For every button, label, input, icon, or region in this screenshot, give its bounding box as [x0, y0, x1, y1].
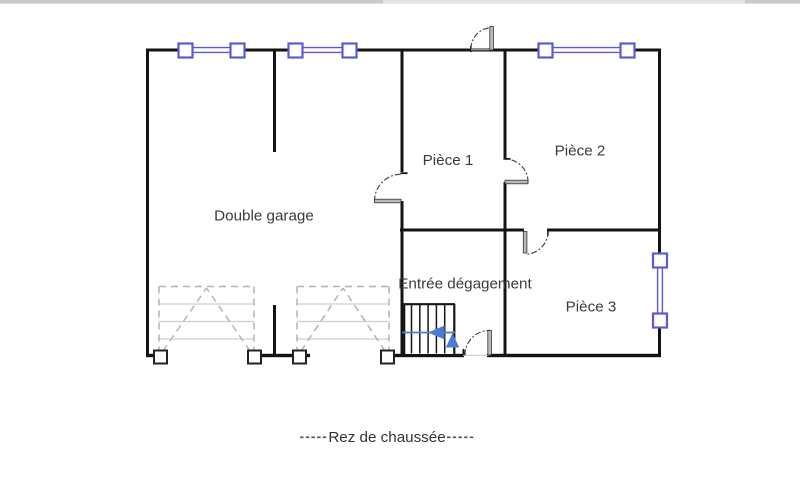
door-icon-entrance [464, 329, 492, 356]
garage-door-icon-right [296, 285, 390, 352]
room-label-piece-3: Pièce 3 [566, 299, 617, 316]
wall-right [658, 48, 661, 357]
wall-bottom-seg2 [258, 353, 310, 358]
jamb-tick-garage-door [400, 172, 408, 175]
wall-garage-stub-top [273, 50, 276, 152]
jamb-tick-entrance-door [462, 349, 465, 356]
door-icon-piece2-piece3 [522, 230, 549, 255]
garage-posts [153, 349, 395, 365]
post-icon-1 [153, 349, 168, 365]
wall-garage-entree-upper [400, 50, 404, 172]
window-icon-garage-left [177, 42, 246, 59]
post-icon-3 [292, 349, 307, 365]
post-icon-4 [380, 349, 395, 365]
door-icon-piece1-piece2 [504, 158, 529, 185]
floor-caption: Rez de chaussée [300, 429, 474, 446]
wall-entree-piece3 [503, 182, 507, 356]
room-label-entree-degagement: Entrée dégagement [398, 276, 532, 293]
scrollbar-thumb[interactable] [383, 0, 745, 4]
stairs-icon [402, 303, 460, 354]
post-icon-2 [247, 349, 262, 365]
door-icon-top-exterior [470, 26, 494, 51]
wall-bottom-seg4 [487, 353, 661, 358]
wall-bottom-seg3 [391, 353, 464, 358]
caption-text: Rez de chaussée [328, 429, 445, 446]
jamb-tick-piece2-door [503, 158, 511, 160]
garage-door-icon-left [158, 285, 255, 352]
wall-garage-entree-lower [400, 201, 404, 356]
door-icon-garage [373, 173, 402, 204]
arrow-left-icon [428, 325, 445, 340]
window-icon-garage-right [287, 42, 358, 59]
stair-direction-arrow [402, 325, 460, 348]
top-scrollbar [0, 0, 800, 4]
room-label-piece-2: Pièce 2 [555, 143, 606, 160]
windows [177, 42, 669, 329]
arrow-up-icon [445, 333, 460, 348]
doors [373, 26, 549, 356]
garage-doors [153, 285, 395, 365]
window-icon-piece2 [537, 42, 636, 59]
wall-horizontal-right [548, 228, 661, 232]
room-label-double-garage: Double garage [214, 208, 314, 225]
walls [146, 46, 661, 358]
wall-left [146, 48, 149, 357]
wall-piece1-piece2-upper [503, 50, 507, 158]
wall-bottom-seg1 [146, 353, 156, 358]
wall-horizontal-left [400, 228, 524, 232]
room-label-piece-1: Pièce 1 [423, 152, 474, 169]
wall-garage-stub-bottom [273, 305, 276, 355]
window-icon-piece3 [651, 252, 669, 329]
